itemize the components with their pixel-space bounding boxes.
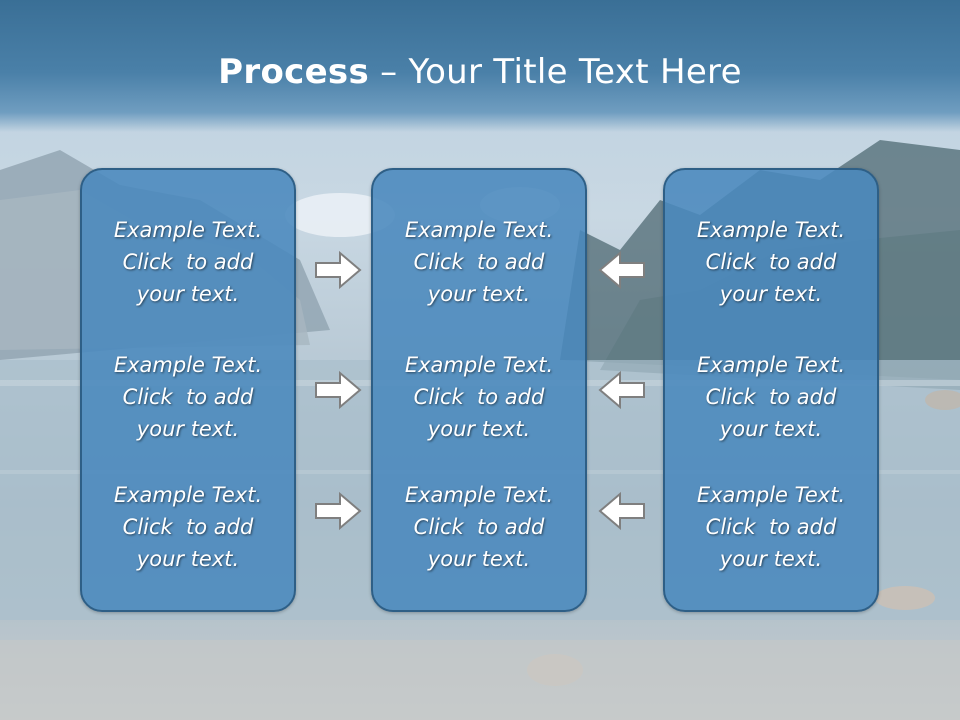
title-bold: Process (218, 52, 370, 92)
text-block[interactable]: Example Text. Click to add your text. (665, 349, 877, 445)
text-line: your text. (719, 417, 823, 441)
text-line: your text. (427, 547, 531, 571)
text-line: your text. (136, 417, 240, 441)
text-block[interactable]: Example Text. Click to add your text. (373, 479, 585, 575)
text-block[interactable]: Example Text. Click to add your text. (665, 214, 877, 310)
text-line: your text. (719, 547, 823, 571)
text-block[interactable]: Example Text. Click to add your text. (82, 349, 294, 445)
text-line: Click to add (705, 385, 837, 409)
title-rest: – Your Title Text Here (369, 52, 742, 92)
text-block[interactable]: Example Text. Click to add your text. (373, 349, 585, 445)
text-line: Click to add (122, 250, 254, 274)
text-line: Click to add (122, 515, 254, 539)
left-arrow-icon[interactable] (598, 250, 646, 290)
process-box-right[interactable]: Example Text. Click to add your text. Ex… (663, 168, 879, 612)
text-line: your text. (136, 547, 240, 571)
right-arrow-icon[interactable] (314, 370, 362, 410)
text-block[interactable]: Example Text. Click to add your text. (665, 479, 877, 575)
text-line: Example Text. (113, 483, 263, 507)
text-block[interactable]: Example Text. Click to add your text. (82, 479, 294, 575)
left-arrow-icon[interactable] (598, 370, 646, 410)
text-line: your text. (427, 282, 531, 306)
text-line: Example Text. (113, 353, 263, 377)
text-line: Example Text. (696, 483, 846, 507)
right-arrow-icon[interactable] (314, 250, 362, 290)
process-box-center[interactable]: Example Text. Click to add your text. Ex… (371, 168, 587, 612)
text-line: your text. (136, 282, 240, 306)
text-line: Example Text. (404, 353, 554, 377)
left-arrow-icon[interactable] (598, 491, 646, 531)
right-arrow-icon[interactable] (314, 491, 362, 531)
text-line: Click to add (413, 515, 545, 539)
text-line: your text. (427, 417, 531, 441)
text-line: Example Text. (113, 218, 263, 242)
text-line: Example Text. (696, 218, 846, 242)
text-block[interactable]: Example Text. Click to add your text. (82, 214, 294, 310)
title-band (0, 0, 960, 132)
slide-title[interactable]: Process – Your Title Text Here (0, 52, 960, 92)
text-line: Example Text. (696, 353, 846, 377)
text-line: Example Text. (404, 218, 554, 242)
text-line: Click to add (413, 385, 545, 409)
text-line: Click to add (705, 515, 837, 539)
text-line: Click to add (413, 250, 545, 274)
text-block[interactable]: Example Text. Click to add your text. (373, 214, 585, 310)
process-box-left[interactable]: Example Text. Click to add your text. Ex… (80, 168, 296, 612)
text-line: Example Text. (404, 483, 554, 507)
text-line: your text. (719, 282, 823, 306)
text-line: Click to add (122, 385, 254, 409)
text-line: Click to add (705, 250, 837, 274)
